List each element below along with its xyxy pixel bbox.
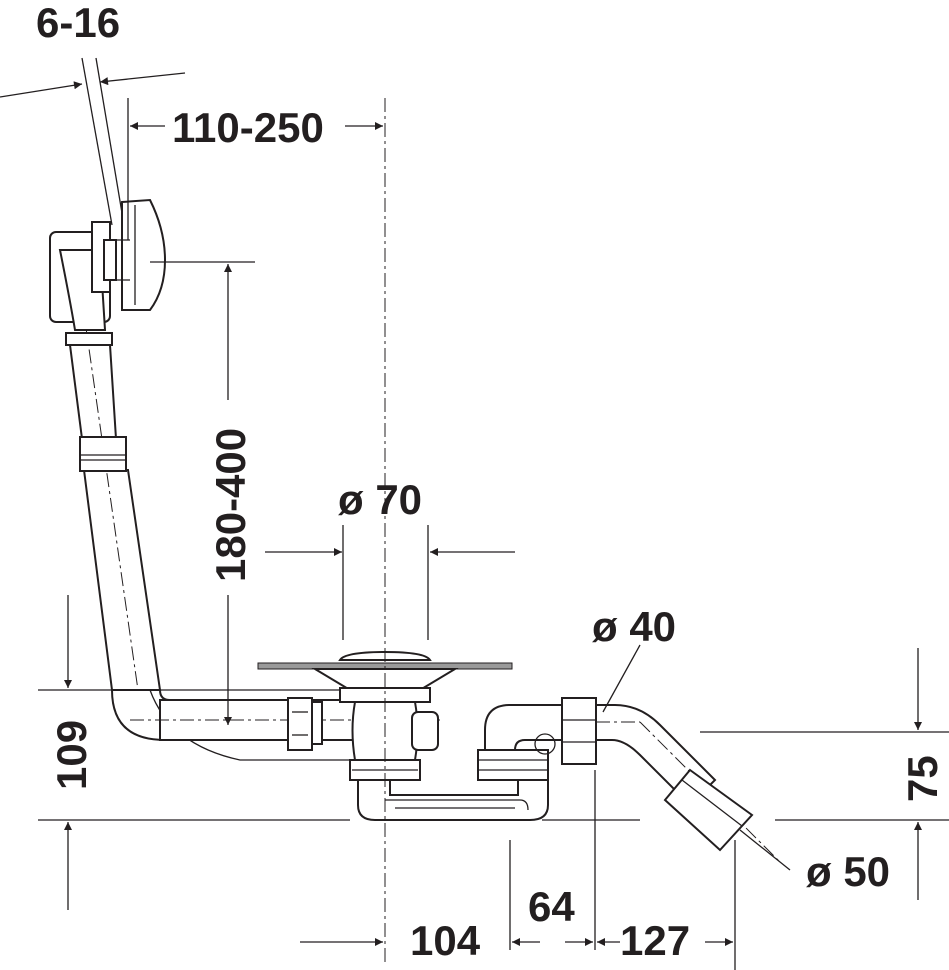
trap-u-bend xyxy=(357,697,597,821)
overflow-head xyxy=(49,198,167,331)
dimension-arrows xyxy=(0,72,922,946)
label-trap-height: 109 xyxy=(48,720,95,790)
overflow-riser-pipe xyxy=(65,57,350,761)
label-drain-diameter: ø 70 xyxy=(338,476,422,523)
outlet-elbow xyxy=(595,704,781,863)
label-dim-104: 104 xyxy=(410,917,481,964)
label-wall-thickness: 6-16 xyxy=(36,0,120,46)
label-outlet-diameter-50: ø 50 xyxy=(806,848,890,895)
label-outlet-diameter-40: ø 40 xyxy=(592,603,676,650)
label-dim-127: 127 xyxy=(620,917,690,964)
reference-lines xyxy=(38,98,949,970)
connecting-pipe xyxy=(130,697,440,751)
label-dim-64: 64 xyxy=(528,883,575,930)
label-outlet-height: 75 xyxy=(899,755,946,802)
label-overflow-height: 180-400 xyxy=(207,428,254,582)
label-overflow-offset: 110-250 xyxy=(172,104,324,151)
